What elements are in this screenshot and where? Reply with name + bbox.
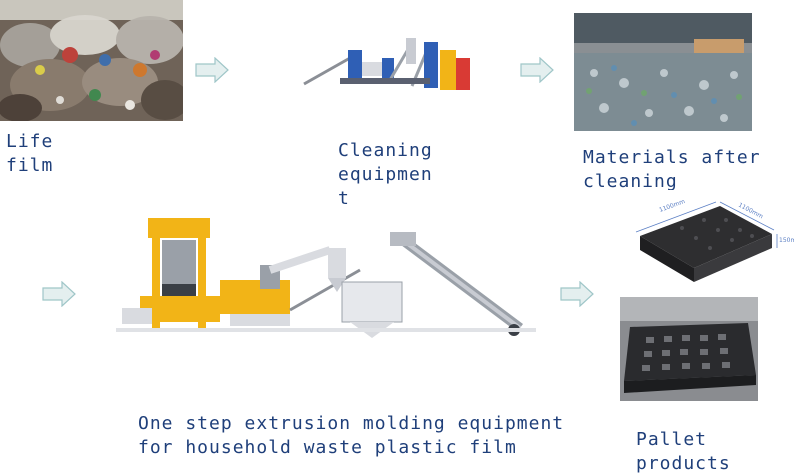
cleaning-equipment-photo xyxy=(300,28,478,106)
flow-arrow-4 xyxy=(560,281,594,307)
flow-arrow-3 xyxy=(42,281,76,307)
flow-arrow-2 xyxy=(520,57,554,83)
pallet-products-label: Pallet products xyxy=(636,428,731,476)
pallet-drawing: 1100mm 1100mm 150mm xyxy=(612,190,794,290)
cleaned-materials-photo xyxy=(574,13,752,131)
life-film-photo xyxy=(0,0,183,121)
pallet-product-photo xyxy=(620,297,758,401)
life-film-label: Life film xyxy=(6,130,53,178)
flow-arrow-1 xyxy=(195,57,229,83)
materials-after-cleaning-label: Materials after cleaning xyxy=(583,146,761,194)
cleaning-equipment-label: Cleaning equipmen t xyxy=(338,139,433,211)
extrusion-molding-equipment-photo xyxy=(110,210,540,360)
pallet-height-dim: 150mm xyxy=(779,237,794,244)
extrusion-equipment-label: One step extrusion molding equipment for… xyxy=(138,412,564,460)
